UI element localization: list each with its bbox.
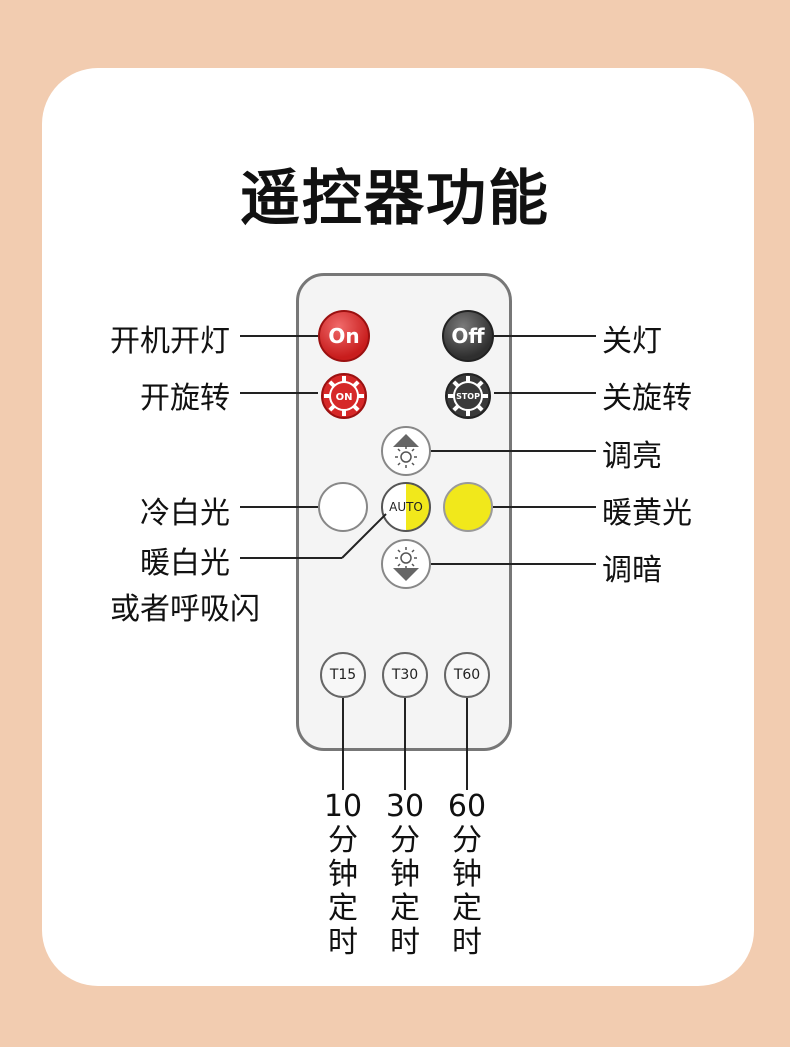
timer-30-button[interactable]: T30	[382, 652, 428, 698]
auto-button[interactable]: AUTO	[381, 482, 431, 532]
power-off-button[interactable]: Off	[442, 310, 494, 362]
brightness-down-icon	[393, 547, 419, 581]
connector-line	[240, 392, 318, 394]
timer-60-label: T60	[453, 667, 481, 683]
stop-text: STOP	[456, 392, 480, 401]
connector-line	[404, 698, 406, 790]
brighten-caption: 调亮	[602, 439, 662, 474]
connector-line	[240, 506, 318, 508]
warm-white-caption: 暖白光	[140, 546, 230, 581]
connector-line	[240, 335, 318, 337]
connector-diagonal	[341, 513, 387, 559]
connector-line	[494, 392, 596, 394]
timer-15-button[interactable]: T15	[320, 652, 366, 698]
page-title: 遥控器功能	[240, 164, 550, 234]
connector-line	[240, 557, 342, 559]
spin-off-caption: 关旋转	[602, 381, 692, 416]
connector-line	[431, 450, 596, 452]
power-on-caption: 开机开灯	[110, 324, 230, 359]
spin-on-button[interactable]: ON	[317, 369, 371, 423]
connector-line	[493, 506, 596, 508]
spin-off-button[interactable]: STOP	[441, 369, 495, 423]
cool-white-button[interactable]	[318, 482, 368, 532]
auto-label: AUTO	[389, 500, 423, 514]
power-on-button[interactable]: On	[318, 310, 370, 362]
timer-30-label: T30	[391, 667, 419, 683]
spin-on-text: ON	[336, 392, 353, 403]
gear-stop-icon: STOP	[445, 373, 491, 419]
dim-caption: 调暗	[602, 553, 662, 588]
timer-60-button[interactable]: T60	[444, 652, 490, 698]
brightness-up-icon	[393, 434, 419, 468]
warm-yellow-caption: 暖黄光	[602, 496, 692, 531]
breathing-caption: 或者呼吸闪	[110, 592, 260, 627]
gear-icon: ON	[321, 373, 367, 419]
connector-line	[494, 335, 596, 337]
cool-white-caption: 冷白光	[140, 496, 230, 531]
warm-yellow-button[interactable]	[443, 482, 493, 532]
connector-line	[342, 698, 344, 790]
light-off-caption: 关灯	[602, 324, 662, 359]
dim-button[interactable]	[381, 539, 431, 589]
power-on-label: On	[328, 324, 360, 348]
connector-line	[431, 563, 596, 565]
power-off-label: Off	[451, 324, 485, 348]
spin-on-caption: 开旋转	[140, 381, 230, 416]
connector-line	[466, 698, 468, 790]
timer-15-label: T15	[329, 667, 357, 683]
brighten-button[interactable]	[381, 426, 431, 476]
